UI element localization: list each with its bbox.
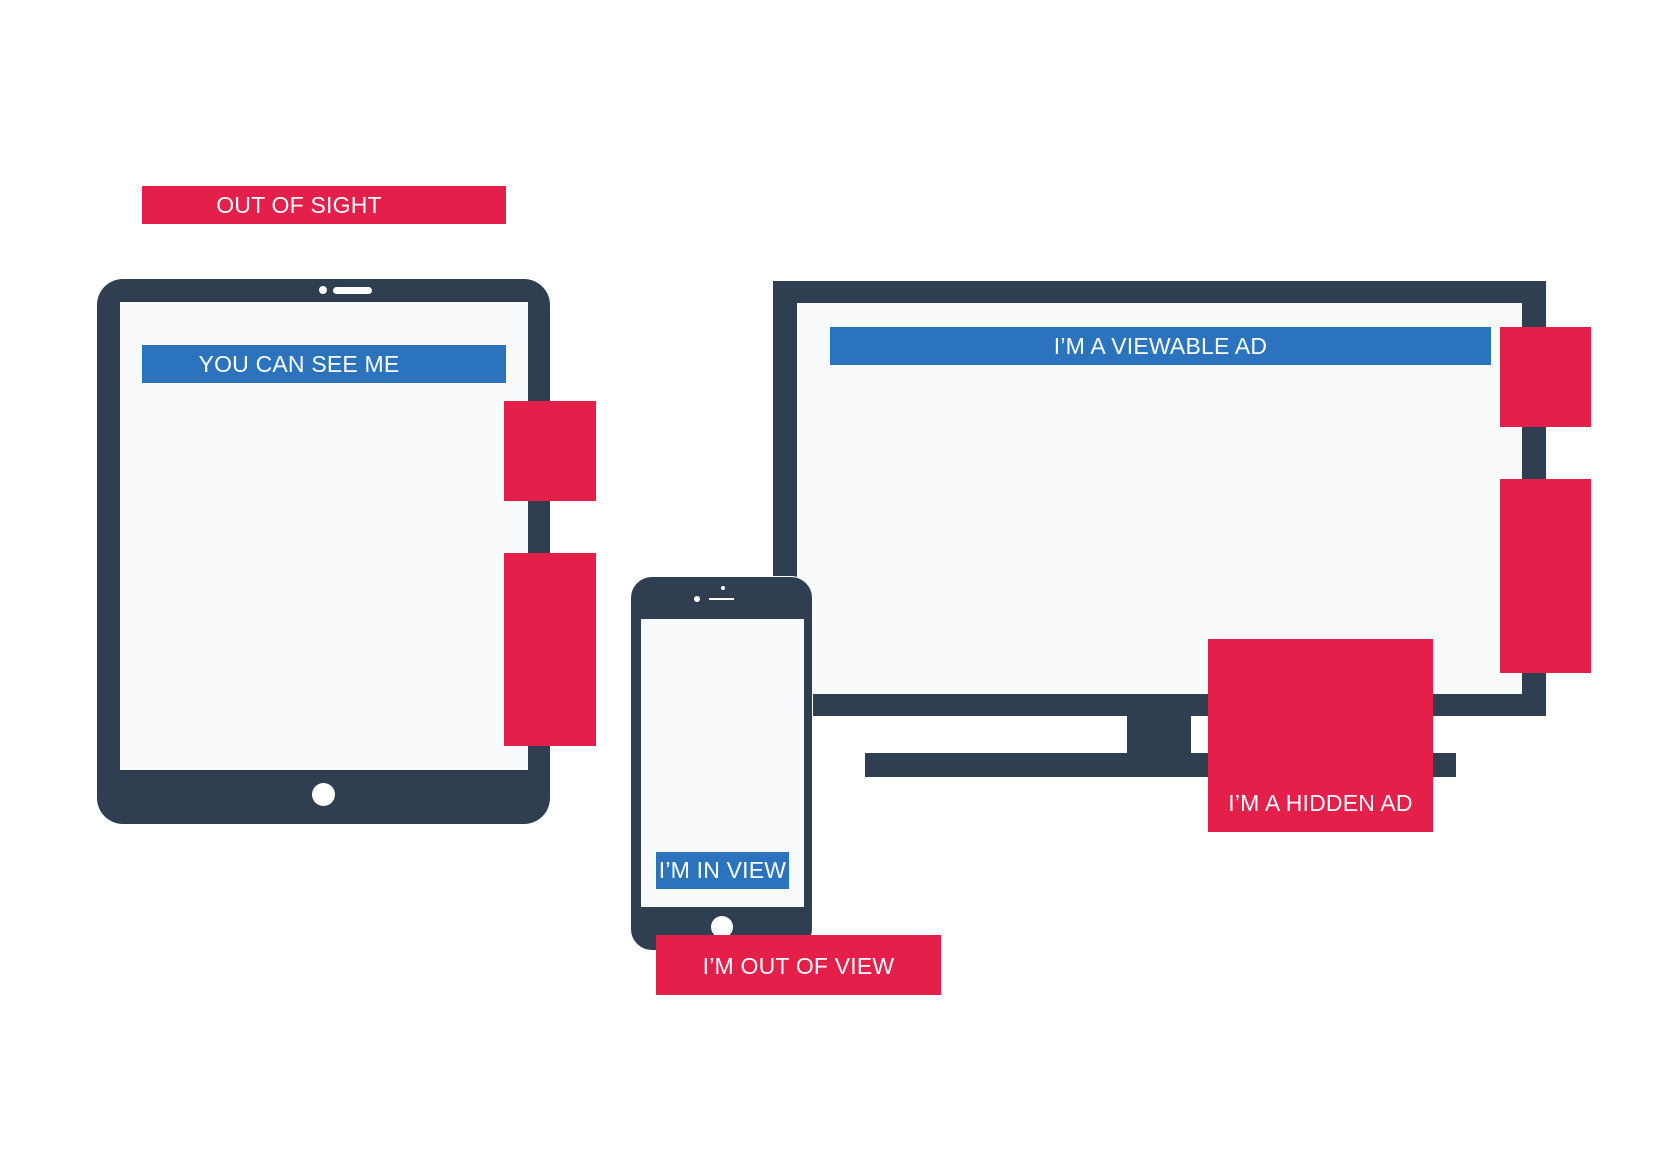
out-of-view-ad: I’M OUT OF VIEW: [656, 935, 941, 995]
phone-camera: [694, 596, 700, 602]
tablet-side-ad-bottom: [504, 553, 596, 746]
viewable-ad: I’M A VIEWABLE AD: [830, 327, 1491, 365]
tablet-side-ad-top: [504, 401, 596, 501]
out-of-sight-ad: OUT OF SIGHT: [142, 186, 506, 224]
you-can-see-me-ad: YOU CAN SEE ME: [142, 345, 506, 383]
in-view-ad: I’M IN VIEW: [656, 852, 789, 889]
monitor-side-ad-top: [1500, 327, 1591, 427]
phone-home-button: [711, 916, 733, 938]
tablet-camera: [319, 286, 327, 294]
monitor-neck: [1127, 716, 1191, 756]
tablet-home-button: [312, 783, 335, 806]
hidden-ad: I’M A HIDDEN AD: [1208, 639, 1433, 832]
phone-speaker: [709, 598, 734, 600]
monitor-screen: [797, 303, 1522, 694]
tablet-speaker: [333, 287, 372, 294]
phone-sensor: [721, 586, 725, 590]
monitor-side-ad-bottom: [1500, 479, 1591, 673]
